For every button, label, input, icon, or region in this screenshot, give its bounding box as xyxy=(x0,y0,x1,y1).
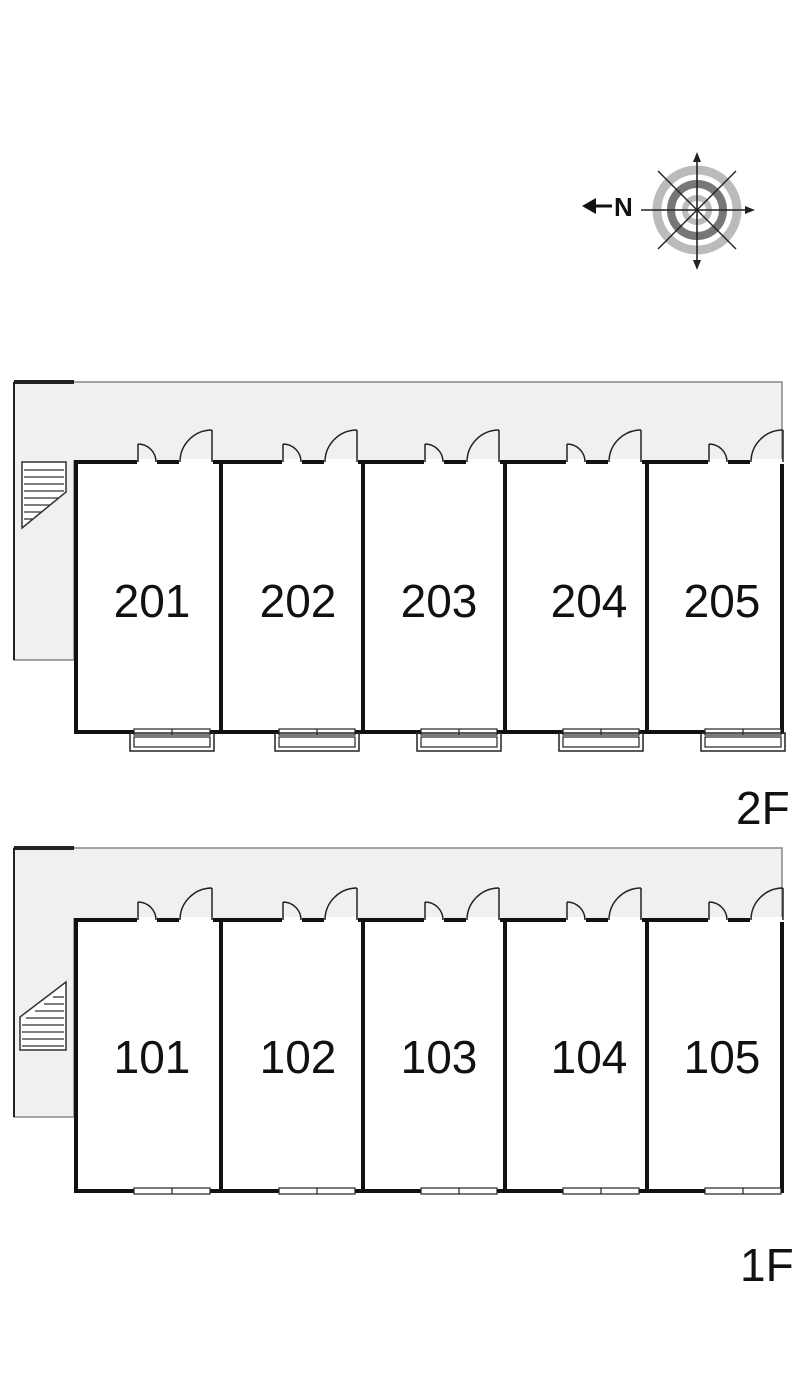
unit-number: 104 xyxy=(551,1031,628,1083)
balcony xyxy=(416,732,502,752)
unit-number: 101 xyxy=(114,1031,191,1083)
balcony xyxy=(129,732,215,752)
unit-105: 105 xyxy=(645,887,784,1195)
door-icon xyxy=(424,887,500,922)
unit-number: 103 xyxy=(401,1031,478,1083)
balcony xyxy=(700,732,786,752)
balcony xyxy=(274,732,360,752)
door-icon xyxy=(282,429,358,464)
floor-label-2f: 2F xyxy=(736,782,790,834)
door-icon xyxy=(424,429,500,464)
north-arrow-icon xyxy=(582,198,612,214)
building-outline xyxy=(74,918,784,1193)
unit-204: 204 xyxy=(503,429,649,752)
window-icon xyxy=(700,728,786,752)
unit-number: 204 xyxy=(551,575,628,627)
door-icon xyxy=(566,429,642,464)
window-icon xyxy=(420,1187,498,1195)
unit-number: 102 xyxy=(260,1031,337,1083)
unit-number: 202 xyxy=(260,575,337,627)
unit-number: 203 xyxy=(401,575,478,627)
unit-number: 105 xyxy=(684,1031,761,1083)
compass-rose-icon xyxy=(641,152,755,270)
door-icon xyxy=(708,429,784,464)
unit-205: 205 xyxy=(645,429,786,752)
staircase xyxy=(21,461,67,530)
door-icon xyxy=(708,887,784,922)
window-icon xyxy=(558,728,644,752)
floor-label-1f: 1F xyxy=(740,1239,794,1291)
balcony xyxy=(558,732,644,752)
building-outline xyxy=(74,460,784,734)
door-icon xyxy=(137,887,213,922)
window-icon xyxy=(129,728,215,752)
window-icon xyxy=(278,1187,356,1195)
window-icon xyxy=(704,1187,782,1195)
compass: N xyxy=(582,152,755,270)
unit-number: 201 xyxy=(114,575,191,627)
window-icon xyxy=(274,728,360,752)
door-icon xyxy=(137,429,213,464)
door-icon xyxy=(282,887,358,922)
floor-1f: 101 102 103 104 105 1F xyxy=(13,846,794,1291)
door-icon xyxy=(566,887,642,922)
north-label: N xyxy=(614,192,633,222)
unit-101: 101 xyxy=(74,887,223,1195)
window-icon xyxy=(562,1187,640,1195)
staircase xyxy=(19,980,67,1051)
window-icon xyxy=(133,1187,211,1195)
unit-number: 205 xyxy=(684,575,761,627)
floor-2f: 201 202 203 204 205 2F xyxy=(13,380,790,834)
unit-201: 201 xyxy=(74,429,223,752)
window-icon xyxy=(416,728,502,752)
